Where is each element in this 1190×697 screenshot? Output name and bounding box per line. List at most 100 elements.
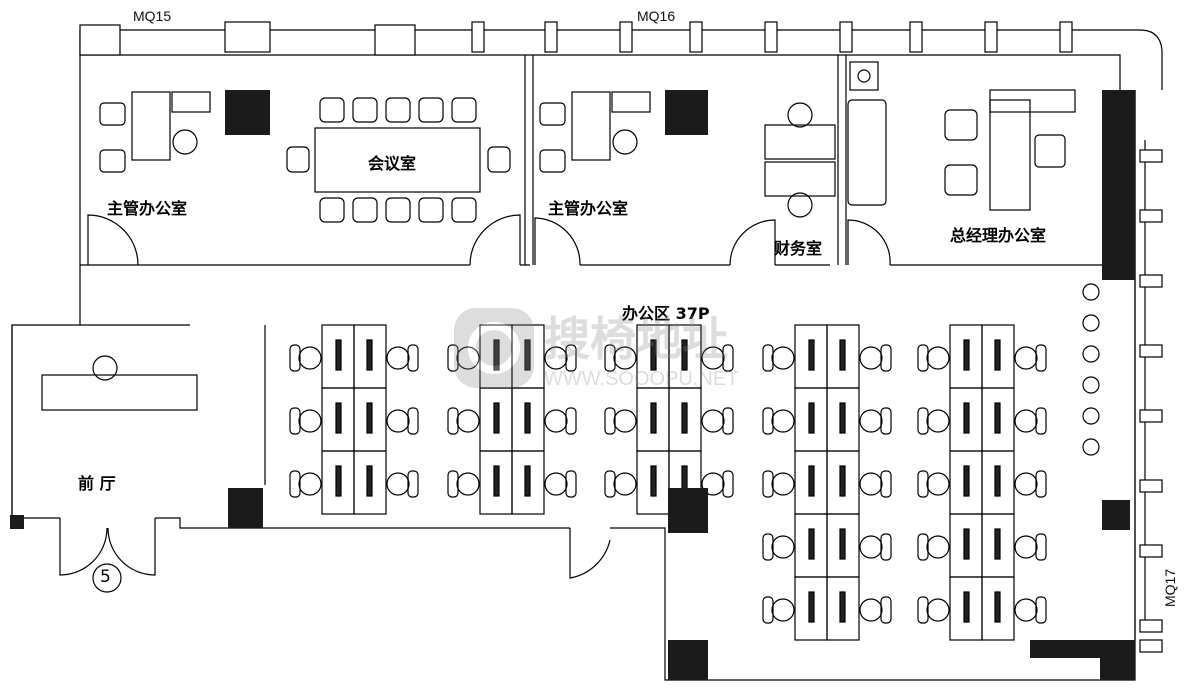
office-chair [701, 346, 725, 370]
chair-back [407, 344, 419, 372]
chair-back [1035, 596, 1047, 624]
window-mullion [1139, 479, 1163, 493]
computer-monitor [994, 465, 1001, 497]
reception-desk [41, 374, 198, 411]
office-chair [386, 472, 410, 496]
computer-monitor [808, 528, 815, 560]
window-mullion [909, 21, 923, 53]
lobby-wall [11, 324, 266, 518]
window-mullion [619, 21, 633, 53]
room-label-office-area: 办公区 37P [622, 304, 710, 323]
chair-back [289, 470, 301, 498]
chair [451, 97, 477, 123]
meeting-table [314, 127, 481, 193]
chair-back [762, 596, 774, 624]
computer-monitor [493, 465, 500, 497]
chair-back [762, 533, 774, 561]
workstation-desk [353, 450, 387, 515]
chair-back [407, 470, 419, 498]
axis-label-mq15: MQ15 [133, 8, 172, 24]
computer-monitor [963, 339, 970, 371]
axis-label-mq17: MQ17 [1162, 568, 1178, 607]
computer-monitor [650, 402, 657, 434]
computer-monitor [335, 339, 342, 371]
window-mullion [1059, 21, 1073, 53]
window-mullion [839, 21, 853, 53]
office-chair [386, 409, 410, 433]
room-label-lobby: 前 厅 [78, 474, 116, 493]
chair-back [880, 407, 892, 435]
computer-monitor [963, 591, 970, 623]
chair-back [1035, 470, 1047, 498]
chair-back [880, 470, 892, 498]
round-column [1082, 438, 1100, 456]
chair-back [604, 344, 616, 372]
chair-back [880, 596, 892, 624]
window-mullion [1139, 619, 1163, 633]
computer-monitor [839, 402, 846, 434]
office-chair [926, 346, 950, 370]
entrance-door [59, 518, 156, 576]
office-chair [613, 346, 637, 370]
chair-back [880, 344, 892, 372]
workstation-desk [511, 450, 545, 515]
round-column [1082, 376, 1100, 394]
office-chair [613, 409, 637, 433]
office-chair [926, 598, 950, 622]
office-chair [298, 346, 322, 370]
computer-monitor [493, 402, 500, 434]
computer-monitor [994, 402, 1001, 434]
office-chair [926, 409, 950, 433]
computer-monitor [839, 591, 846, 623]
entrance-number: 5 [100, 567, 111, 587]
office-chair [859, 346, 883, 370]
computer-monitor [963, 402, 970, 434]
chair-back [762, 470, 774, 498]
chair-back [917, 344, 929, 372]
office-chair [1014, 598, 1038, 622]
workstation-desk [981, 576, 1015, 641]
chair-back [289, 407, 301, 435]
office-chair [1014, 346, 1038, 370]
office-chair [926, 535, 950, 559]
window-mullion [1139, 209, 1163, 223]
door-arc [87, 214, 139, 266]
computer-monitor [963, 528, 970, 560]
office-chair [456, 409, 480, 433]
round-column [1082, 314, 1100, 332]
chair [352, 197, 378, 223]
chair-back [1035, 344, 1047, 372]
computer-monitor [335, 402, 342, 434]
office-chair [1014, 535, 1038, 559]
chair-back [762, 344, 774, 372]
office-chair [859, 472, 883, 496]
computer-monitor [808, 591, 815, 623]
axis-label-mq16: MQ16 [637, 8, 676, 24]
door-arc [534, 217, 581, 266]
entrance-marker [92, 563, 122, 593]
office-chair [771, 472, 795, 496]
round-column [1082, 407, 1100, 425]
door-arc [729, 219, 776, 266]
chair [352, 97, 378, 123]
office-chair [701, 472, 725, 496]
office-chair [1014, 472, 1038, 496]
door-arc [469, 214, 521, 266]
partition-2 [837, 55, 847, 265]
office-chair [544, 472, 568, 496]
chair [385, 97, 411, 123]
computer-monitor [681, 339, 688, 371]
office-chair [859, 409, 883, 433]
computer-monitor [963, 465, 970, 497]
window-mullion [1139, 409, 1163, 423]
computer-monitor [839, 465, 846, 497]
chair-back [565, 407, 577, 435]
window-mullion [544, 21, 558, 53]
office-chair [859, 598, 883, 622]
office-chair [456, 346, 480, 370]
window-mullion [764, 21, 778, 53]
computer-monitor [366, 339, 373, 371]
office-chair [298, 409, 322, 433]
chair-back [447, 344, 459, 372]
office-chair [613, 472, 637, 496]
